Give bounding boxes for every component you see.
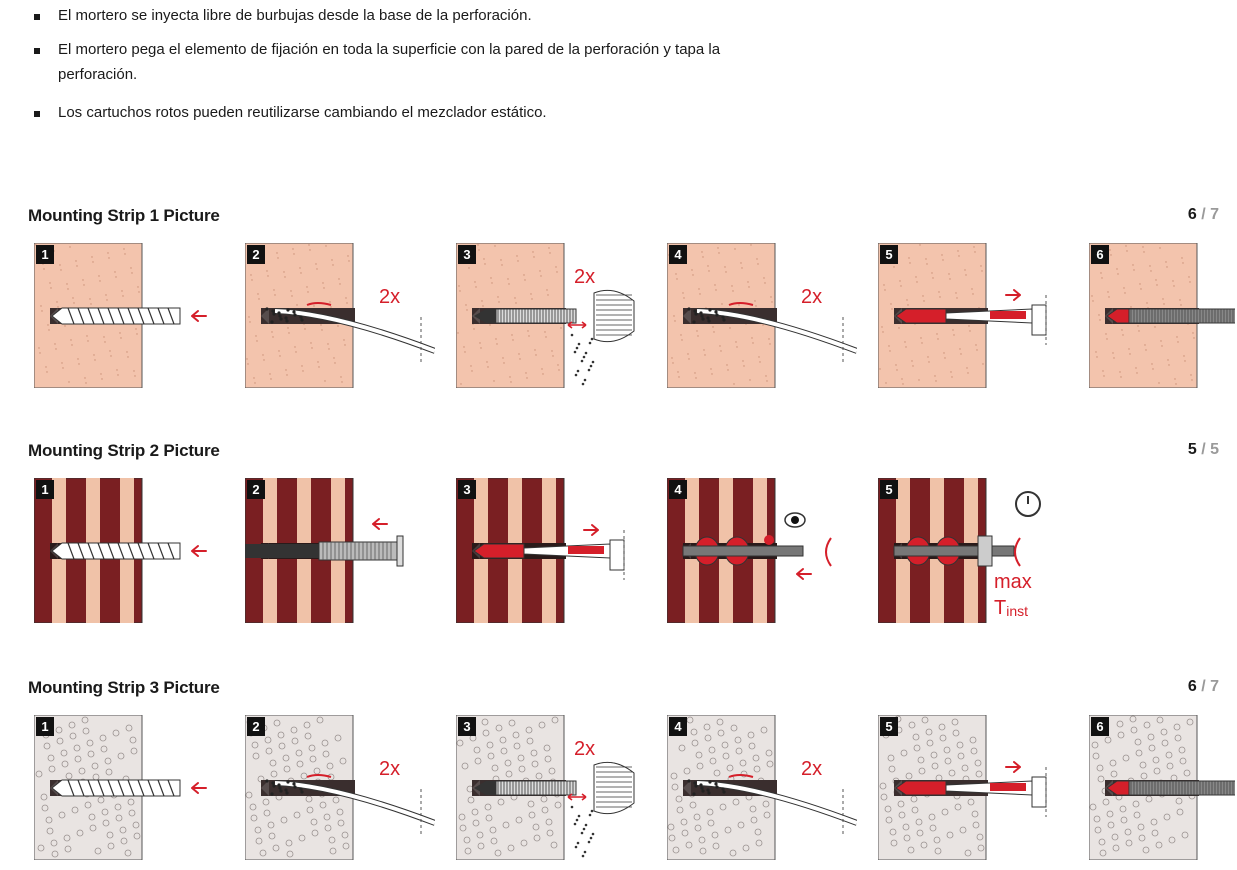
strip-title: Mounting Strip 1 Picture	[28, 206, 220, 225]
feature-item: El mortero se inyecta libre de burbujas …	[34, 3, 794, 28]
picture-row[interactable]: 1 2x 2 2x 3 2x 4 5 6	[0, 243, 1237, 388]
step-number-badge: 6	[1091, 717, 1109, 736]
svg-text:2x: 2x	[379, 758, 400, 780]
mortar-inject-icon	[473, 524, 625, 580]
blow-pump-icon: 2x	[687, 758, 857, 835]
blow-pump-icon: 2x	[265, 758, 435, 835]
mounting-step-illustration	[667, 478, 832, 623]
mounting-step-3[interactable]: 2x 3	[456, 715, 646, 860]
blow-pump-icon: 2x	[687, 286, 857, 363]
mounting-step-illustration	[878, 243, 1047, 388]
drill-bit-icon	[51, 542, 207, 560]
step-number-badge: 2	[247, 245, 265, 264]
mounting-step-illustration: 2x	[245, 715, 435, 860]
mounting-step-3[interactable]: 2x 3	[456, 243, 646, 388]
step-number-badge: 4	[669, 717, 687, 736]
sieve-sleeve-icon	[245, 518, 404, 567]
mounting-step-4[interactable]: 2x 4	[667, 243, 857, 388]
step-number-badge: 6	[1091, 245, 1109, 264]
mounting-step-6[interactable]: 6	[1089, 715, 1235, 860]
mounting-step-illustration: 2x	[456, 715, 635, 860]
mounting-step-illustration	[34, 478, 207, 623]
mounting-step-3[interactable]: 3	[456, 478, 646, 623]
mounting-step-4[interactable]: 2x 4	[667, 715, 857, 860]
slide-counter: 5 / 5	[1187, 441, 1219, 458]
drill-bit-icon	[51, 779, 207, 797]
mounting-step-illustration	[245, 478, 404, 623]
svg-text:2x: 2x	[379, 286, 400, 308]
step-number-badge: 1	[36, 717, 54, 736]
picture-row[interactable]: 1 2x 2 2x 3 2x 4 5 6	[0, 715, 1237, 860]
mounting-step-illustration	[878, 715, 1047, 860]
svg-text:2x: 2x	[801, 758, 822, 780]
step-number-badge: 3	[458, 480, 476, 499]
mounting-step-illustration: 2x	[456, 243, 635, 388]
mortar-inject-icon	[895, 289, 1047, 345]
mounting-step-illustration: 2x	[667, 243, 857, 388]
mounting-step-illustration	[1089, 715, 1235, 860]
step-number-badge: 1	[36, 245, 54, 264]
mounting-step-illustration	[34, 715, 207, 860]
mounting-step-1[interactable]: 1	[34, 715, 224, 860]
svg-text:Tinst: Tinst	[994, 597, 1028, 619]
feature-item: El mortero pega el elemento de fijación …	[34, 37, 794, 87]
slide-counter: 6 / 7	[1187, 206, 1219, 223]
brush-icon: 2x	[474, 738, 635, 858]
step-number-badge: 4	[669, 245, 687, 264]
brush-icon: 2x	[474, 266, 635, 386]
mounting-step-5[interactable]: 5	[878, 243, 1068, 388]
mounting-step-1[interactable]: 1	[34, 243, 224, 388]
slide-counter: 6 / 7	[1187, 678, 1219, 695]
step-number-badge: 2	[247, 480, 265, 499]
feature-list: El mortero se inyecta libre de burbujas …	[34, 0, 794, 125]
strip-title: Mounting Strip 3 Picture	[28, 678, 220, 697]
threaded-rod-icon	[1106, 780, 1235, 796]
step-number-badge: 3	[458, 245, 476, 264]
mounting-step-5[interactable]: 5	[878, 715, 1068, 860]
eye-icon	[682, 512, 832, 580]
mortar-inject-icon	[895, 761, 1047, 817]
mounting-step-illustration	[1089, 243, 1235, 388]
blow-pump-icon: 2x	[265, 286, 435, 363]
feature-item: Los cartuchos rotos pueden reutilizarse …	[34, 100, 794, 125]
svg-text:2x: 2x	[801, 286, 822, 308]
step-number-badge: 5	[880, 480, 898, 499]
mounting-step-6[interactable]: 6	[1089, 243, 1235, 388]
mounting-step-2[interactable]: 2x 2	[245, 715, 435, 860]
svg-text:2x: 2x	[574, 738, 595, 760]
mounting-step-illustration: 2x	[245, 243, 435, 388]
mounting-step-illustration: 2x	[667, 715, 857, 860]
mounting-step-2[interactable]: 2	[245, 478, 435, 623]
step-number-badge: 3	[458, 717, 476, 736]
step-number-badge: 5	[880, 245, 898, 264]
step-number-badge: 5	[880, 717, 898, 736]
drill-bit-icon	[51, 307, 207, 325]
mounting-step-illustration	[456, 478, 625, 623]
step-number-badge: 4	[669, 480, 687, 499]
svg-text:max: max	[994, 571, 1032, 593]
step-number-badge: 2	[247, 717, 265, 736]
strip-title: Mounting Strip 2 Picture	[28, 441, 220, 460]
threaded-rod-icon	[1106, 308, 1235, 324]
svg-text:2x: 2x	[574, 266, 595, 288]
mounting-step-2[interactable]: 2x 2	[245, 243, 435, 388]
mounting-step-1[interactable]: 1	[34, 478, 224, 623]
mounting-step-illustration	[34, 243, 207, 388]
mounting-step-4[interactable]: 4	[667, 478, 857, 623]
step-number-badge: 1	[36, 480, 54, 499]
